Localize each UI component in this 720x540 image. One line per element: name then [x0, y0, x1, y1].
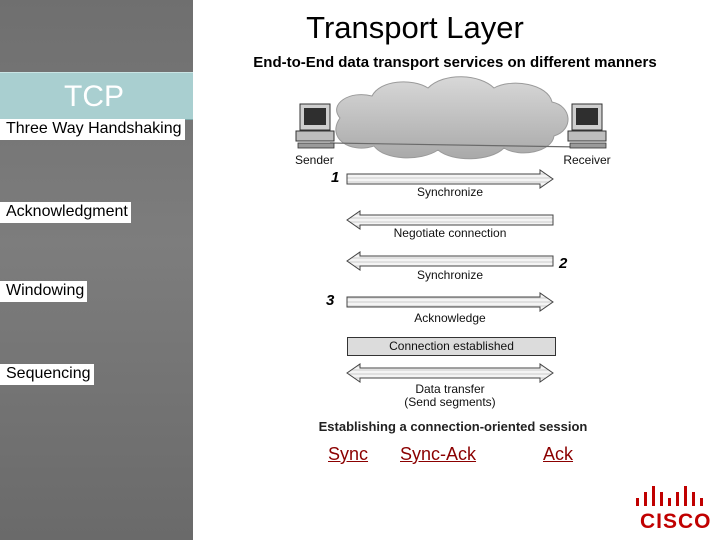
step-number-1: 1	[331, 169, 339, 186]
caption-negotiate-connection: Negotiate connection	[380, 226, 520, 240]
caption-synchronize-1: Synchronize	[400, 185, 500, 199]
cisco-logo-text: CISCO	[640, 510, 712, 534]
arrow-data-transfer	[347, 364, 553, 382]
step-number-3: 3	[326, 292, 334, 309]
step-number-2: 2	[559, 255, 567, 272]
caption-synchronize-2: Synchronize	[400, 268, 500, 282]
connection-established-box: Connection established	[347, 337, 556, 356]
caption-send-segments: (Send segments)	[390, 395, 510, 409]
receiver-label: Receiver	[560, 153, 614, 167]
sender-label: Sender	[295, 153, 325, 167]
network-cloud-icon	[330, 77, 580, 159]
handshake-step-ack: Ack	[543, 444, 573, 465]
cisco-logo-bars-icon	[634, 484, 714, 510]
handshake-step-sync: Sync	[328, 444, 368, 465]
diagram-footer-caption: Establishing a connection-oriented sessi…	[318, 419, 588, 434]
receiver-computer-icon	[568, 104, 606, 148]
sender-computer-icon	[296, 104, 334, 148]
caption-acknowledge: Acknowledge	[400, 311, 500, 325]
caption-data-transfer: Data transfer	[390, 382, 510, 396]
arrow-acknowledge	[347, 293, 553, 311]
handshake-step-sync-ack: Sync-Ack	[400, 444, 476, 465]
